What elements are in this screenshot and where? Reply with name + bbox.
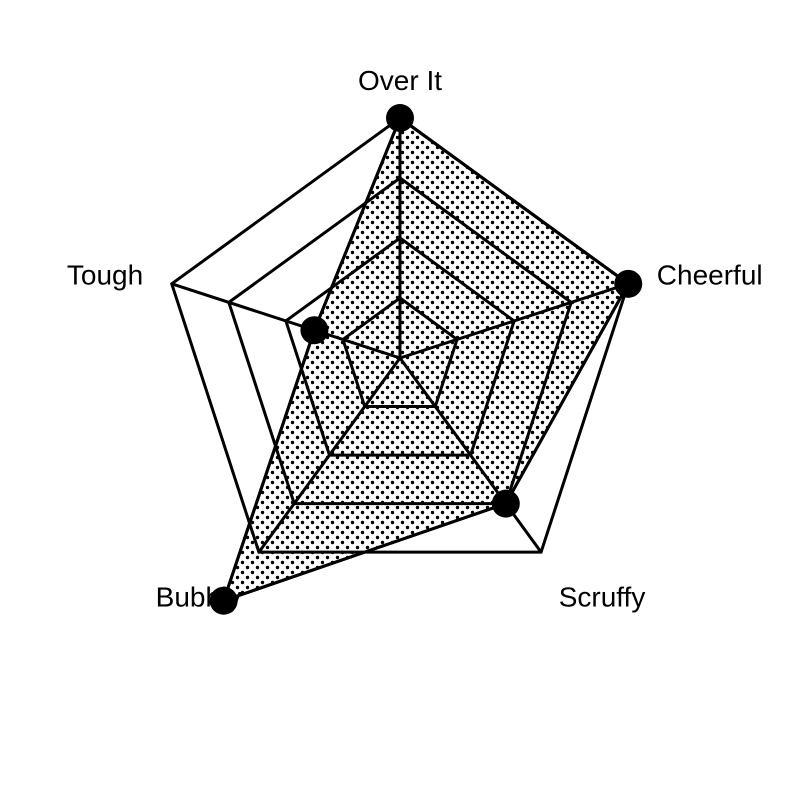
data-points: [209, 104, 643, 615]
data-point-1: [614, 269, 643, 298]
radar-spokes: [171, 118, 629, 554]
data-point-2: [491, 489, 520, 518]
axis-label-0: Over It: [358, 65, 442, 96]
axis-label-1: Cheerful: [657, 260, 763, 291]
data-area: [221, 115, 631, 604]
grid-ring-3: [227, 176, 573, 506]
axis-label-4: Tough: [67, 260, 143, 291]
data-point-0: [386, 104, 414, 132]
data-area-outline: [221, 115, 631, 604]
spoke-2: [398, 357, 543, 554]
grid-ring-2: [284, 236, 516, 457]
data-point-4: [300, 316, 329, 345]
data-point-3: [209, 586, 238, 615]
grid-ring-1: [341, 296, 459, 409]
axis-label-2: Scruffy: [559, 581, 646, 612]
spoke-3: [257, 357, 402, 554]
spoke-4: [171, 282, 401, 360]
data-area-polygon: [221, 115, 631, 604]
axis-label-3: Bubbly: [156, 581, 242, 612]
spoke-1: [399, 282, 629, 360]
